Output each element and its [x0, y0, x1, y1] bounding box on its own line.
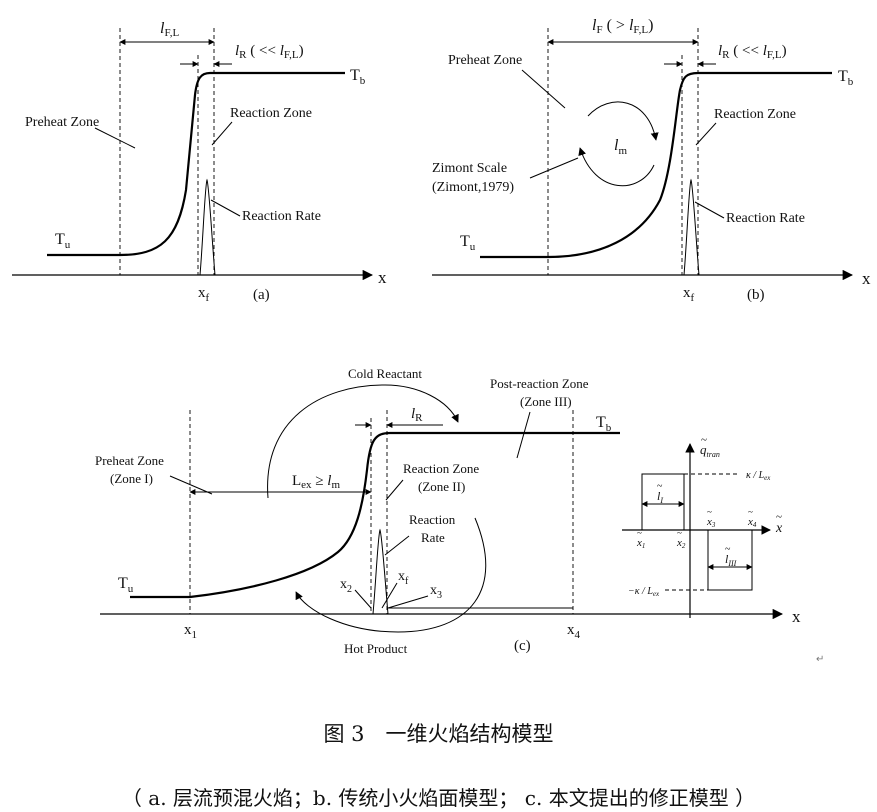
panel-c-x1-label: x1: [184, 622, 197, 641]
panel-b-reaction-zone-label: Reaction Zone: [714, 107, 796, 122]
panel-b: x lF ( > lF,L) lR ( << lF,L) Tb Tu Prehe…: [432, 17, 871, 304]
panel-c-x-axis-label: x: [792, 607, 801, 626]
panel-c-xf-leader: [381, 582, 398, 609]
panel-c-reaction-zone-2: (Zone II): [418, 479, 465, 494]
panel-a-reaction-rate-peak: [199, 178, 216, 276]
panel-b-zimont-ref: (Zimont,1979): [432, 180, 514, 195]
inset-x2-label: x2: [676, 537, 686, 550]
inset-q-axis-tilde: ~: [701, 434, 707, 446]
panel-c-lex-label: Lex ≥ lm: [292, 473, 340, 491]
figure-title: 图 3 一维火焰结构模型: [323, 722, 554, 746]
panel-c-label: (c): [514, 638, 531, 654]
panel-b-preheat-leader: [521, 69, 566, 109]
panel-a: x lF,L lR ( << lF,L) Tb Tu Preheat Zone …: [12, 20, 387, 304]
panel-c-tu-label: Tu: [118, 575, 134, 595]
panel-a-preheat-label: Preheat Zone: [25, 115, 99, 130]
panel-a-preheat-leader: [94, 127, 136, 149]
inset-x2-tilde: ~: [677, 528, 682, 538]
inset-zone-iii-block: [707, 529, 753, 591]
panel-b-reaction-rate-label: Reaction Rate: [726, 211, 805, 226]
inset-li-tilde: ~: [657, 481, 663, 492]
inset-li-label: lI: [657, 489, 663, 505]
inset-x3-label: x3: [706, 516, 716, 529]
panel-b-preheat-label: Preheat Zone: [448, 53, 522, 68]
panel-c-x2-leader: [354, 589, 372, 609]
panel-b-eddy-arrow-bottom: [578, 147, 655, 187]
panel-a-reaction-rate-leader: [210, 199, 241, 217]
panel-a-x-axis-label: x: [378, 268, 387, 287]
panel-a-lr-label: lR ( << lF,L): [235, 43, 304, 61]
panel-c-reaction-2: Rate: [421, 530, 445, 545]
panel-b-tu-label: Tu: [460, 233, 476, 253]
panel-c-post-zone-leader: [516, 411, 531, 459]
panel-a-tb-label: Tb: [350, 67, 366, 87]
panel-b-eddy-arrow-top: [587, 101, 659, 141]
panel-b-reaction-rate-leader: [694, 201, 725, 219]
panel-c-preheat-2: (Zone I): [110, 471, 153, 486]
panel-b-zimont-leader: [529, 157, 579, 179]
inset-x-axis-tilde: ~: [776, 511, 782, 523]
panel-a-xf-label: xf: [198, 285, 210, 304]
panel-c-reaction-leader: [384, 535, 410, 556]
inset-x4-tilde: ~: [748, 507, 753, 517]
panel-b-tb-label: Tb: [838, 68, 854, 88]
return-mark: ↵: [816, 654, 825, 665]
panel-a-label: (a): [253, 287, 270, 303]
panel-c-lr-label: lR: [411, 406, 423, 424]
panel-b-reaction-zone-leader: [695, 122, 717, 146]
inset-liii-tilde: ~: [725, 544, 731, 555]
inset-kappa-pos-label: κ / Lex: [746, 470, 771, 482]
panel-a-reaction-zone-leader: [211, 121, 233, 146]
inset-kappa-neg-label: −κ / Lex: [628, 586, 660, 598]
panel-c-x3-leader: [387, 595, 429, 609]
panel-b-zimont-scale: Zimont Scale: [432, 161, 507, 176]
panel-c-cold-reactant: Cold Reactant: [348, 366, 422, 381]
panel-c: x lR Lex ≥ lm Tb Tu Cold Reactant Post-r…: [95, 366, 801, 656]
panel-c-reaction-rate-peak: [372, 528, 389, 615]
panel-a-reaction-zone-label: Reaction Zone: [230, 106, 312, 121]
panel-c-cold-reactant-arrow: [267, 384, 459, 499]
panel-b-xf-label: xf: [683, 285, 695, 304]
panel-b-reaction-rate-peak: [683, 178, 700, 276]
panel-c-temperature-curve: [130, 431, 620, 599]
inset-liii-label: lIII: [725, 552, 737, 568]
inset-x1-label: x1: [636, 537, 645, 550]
panel-c-x2-label: x2: [340, 577, 352, 595]
panel-b-label: (b): [747, 287, 765, 303]
inset-x1-tilde: ~: [637, 528, 642, 538]
panel-b-lf-label: lF ( > lF,L): [592, 17, 653, 36]
panel-c-reaction-zone-leader: [385, 479, 404, 501]
panel-a-tu-label: Tu: [55, 231, 71, 251]
panel-a-lfl-label: lF,L: [160, 20, 179, 39]
panel-a-temperature-curve: [47, 71, 345, 257]
panel-c-post-zone-1: Post-reaction Zone: [490, 376, 589, 391]
panel-c-hot-product: Hot Product: [344, 641, 408, 656]
heat-transfer-inset: ~ qtran ~ x ~ lI ~ lIII κ / Lex −κ / Lex…: [622, 434, 783, 618]
panel-c-preheat-1: Preheat Zone: [95, 453, 164, 468]
panel-b-temperature-curve: [480, 71, 832, 259]
panel-c-preheat-leader: [169, 475, 213, 495]
inset-x3-tilde: ~: [707, 507, 712, 517]
panel-b-x-axis-label: x: [862, 269, 871, 288]
panel-c-reaction-zone-1: Reaction Zone: [403, 461, 479, 476]
panel-c-x3-label: x3: [430, 583, 442, 601]
panel-a-reaction-rate-label: Reaction Rate: [242, 209, 321, 224]
panel-c-reaction-1: Reaction: [409, 512, 456, 527]
inset-x-axis-label: x: [775, 521, 783, 536]
panel-c-hot-product-arrow: [295, 517, 487, 633]
panel-b-lr-label: lR ( << lF,L): [718, 43, 787, 61]
panel-c-post-zone-2: (Zone III): [520, 394, 572, 409]
figure-subtitle: （ a. 层流预混火焰；b. 传统小火焰面模型； c. 本文提出的修正模型 ）: [121, 786, 756, 810]
panel-c-tb-label: Tb: [596, 414, 612, 434]
panel-b-lm-label: lm: [614, 137, 627, 157]
inset-q-axis-label: qtran: [700, 442, 720, 459]
panel-c-xf-label: xf: [398, 569, 409, 587]
panel-c-x4-label: x4: [567, 622, 581, 641]
inset-x4-label: x4: [747, 516, 757, 529]
